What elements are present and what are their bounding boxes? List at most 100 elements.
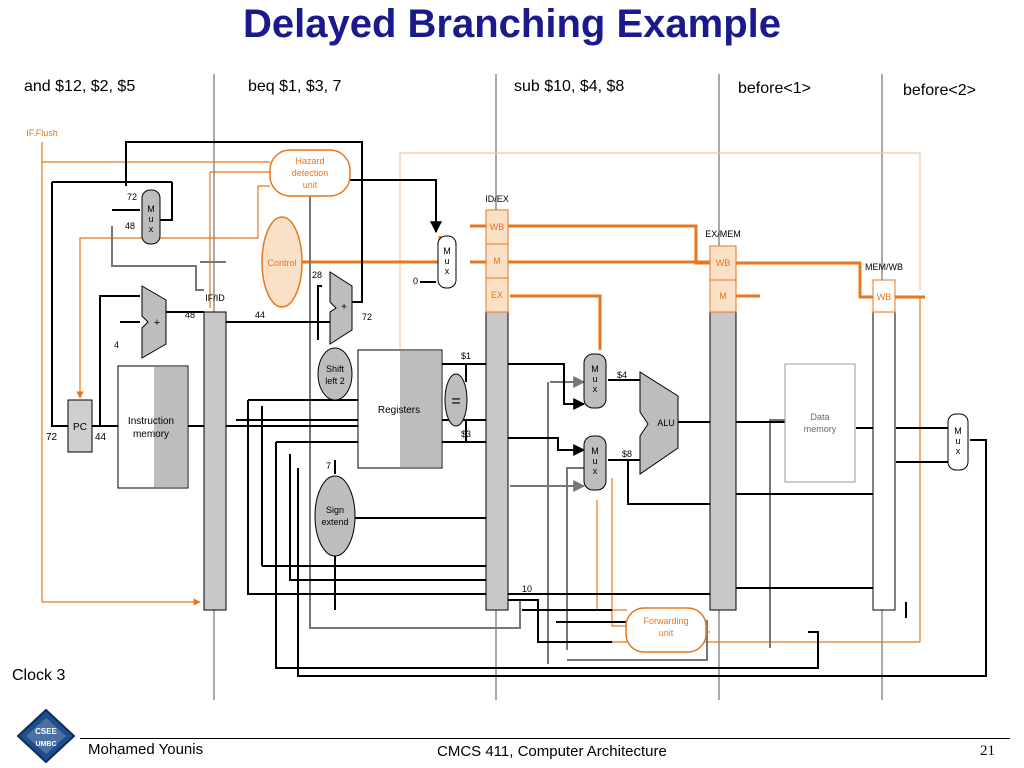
svg-text:Instruction: Instruction: [128, 416, 174, 427]
instruction-wb-stage: before<2>: [903, 82, 976, 99]
mux-bot-label: 48: [125, 221, 135, 231]
svg-text:MEM/WB: MEM/WB: [865, 262, 903, 272]
svg-text:detection: detection: [292, 168, 329, 178]
svg-text:Control: Control: [267, 258, 296, 268]
svg-text:WB: WB: [716, 258, 731, 268]
svg-text:UMBC: UMBC: [36, 741, 57, 748]
wb-mux: [947, 413, 969, 471]
svg-text:Sign: Sign: [326, 505, 344, 515]
svg-text:28: 28: [312, 270, 322, 280]
svg-text:u: u: [592, 456, 597, 466]
svg-text:44: 44: [255, 310, 265, 320]
slide-title: Delayed Branching Example: [243, 2, 781, 46]
svg-text:$8: $8: [622, 449, 632, 459]
pc-in-label: 72: [46, 432, 58, 443]
footer-divider: [80, 738, 1010, 739]
svg-text:ID/EX: ID/EX: [485, 194, 509, 204]
svg-text:M: M: [591, 446, 599, 456]
instruction-id-stage: beq $1, $3, 7: [248, 78, 342, 95]
svg-text:M: M: [591, 364, 599, 374]
instruction-mem-stage: before<1>: [738, 80, 811, 97]
pc-mux: [141, 189, 161, 245]
grey-wires: [111, 196, 785, 664]
mux-top-label: 72: [127, 192, 137, 202]
page-number: 21: [980, 743, 995, 759]
svg-text:x: x: [593, 384, 598, 394]
svg-text:72: 72: [362, 312, 372, 322]
branch-adder: [329, 271, 353, 345]
control-bus: [302, 224, 925, 350]
svg-text:M: M: [443, 246, 451, 256]
svg-text:x: x: [593, 466, 598, 476]
if-flush-label: IF.Flush: [26, 128, 58, 138]
shift-left-2: [317, 347, 353, 401]
instruction-if-stage: and $12, $2, $5: [24, 78, 136, 95]
svg-text:WB: WB: [877, 292, 892, 302]
svg-text:Shift: Shift: [326, 364, 345, 374]
svg-text:IF/ID: IF/ID: [205, 293, 225, 303]
svg-text:$3: $3: [461, 429, 471, 439]
forwarding-unit: [625, 607, 707, 653]
hazard-detection-unit: [269, 149, 351, 197]
svg-text:M: M: [719, 291, 727, 301]
if-id-register: [203, 311, 227, 611]
ex-mem-register: [709, 311, 737, 611]
adder-const: 4: [114, 340, 119, 350]
footer-course: CMCS 411, Computer Architecture: [437, 743, 667, 760]
svg-text:+: +: [341, 302, 347, 313]
svg-text:u: u: [444, 256, 449, 266]
svg-text:M: M: [147, 204, 155, 214]
svg-text:EX/MEM: EX/MEM: [705, 229, 741, 239]
svg-text:$1: $1: [461, 351, 471, 361]
instruction-ex-stage: sub $10, $4, $8: [514, 78, 625, 95]
svg-text:u: u: [148, 214, 153, 224]
svg-text:Hazard: Hazard: [295, 156, 324, 166]
svg-text:7: 7: [326, 461, 331, 471]
control-mux: [437, 235, 457, 289]
svg-text:left 2: left 2: [325, 376, 345, 386]
svg-text:$4: $4: [617, 370, 627, 380]
svg-text:+: +: [154, 317, 160, 329]
svg-text:u: u: [955, 436, 960, 446]
svg-text:=: =: [451, 393, 460, 410]
id-ex-register: [485, 311, 509, 611]
svg-text:extend: extend: [321, 517, 348, 527]
svg-text:x: x: [149, 224, 154, 234]
pc-adder: [141, 285, 167, 359]
equality-comparator: [444, 373, 468, 427]
sign-extend: [314, 475, 356, 557]
footer-author: Mohamed Younis: [88, 741, 204, 758]
svg-text:CSEE: CSEE: [35, 727, 57, 736]
svg-text:EX: EX: [491, 290, 503, 300]
svg-text:10: 10: [522, 584, 532, 594]
black-wires: [51, 141, 987, 677]
svg-text:x: x: [445, 266, 450, 276]
svg-text:unit: unit: [659, 628, 674, 638]
data-memory: [784, 363, 856, 483]
alu-mux-a: [583, 353, 607, 409]
svg-text:0: 0: [413, 276, 418, 286]
svg-text:x: x: [956, 446, 961, 456]
svg-text:M: M: [954, 426, 962, 436]
svg-text:ALU: ALU: [657, 418, 675, 428]
svg-text:48: 48: [185, 310, 195, 320]
clock-label: Clock 3: [12, 667, 66, 684]
alu: [639, 371, 679, 475]
pc-label: PC: [73, 422, 87, 433]
svg-text:memory: memory: [804, 424, 837, 434]
svg-text:memory: memory: [133, 429, 169, 440]
control-unit: [261, 216, 303, 308]
svg-text:u: u: [592, 374, 597, 384]
svg-text:M: M: [493, 256, 501, 266]
mem-wb-register: [872, 311, 896, 611]
svg-text:WB: WB: [490, 222, 505, 232]
svg-text:Forwarding: Forwarding: [643, 616, 688, 626]
svg-text:unit: unit: [303, 180, 318, 190]
pc-out-label: 44: [95, 432, 107, 443]
svg-text:Registers: Registers: [378, 405, 420, 416]
pc-register: [67, 399, 93, 453]
alu-mux-b: [583, 435, 607, 491]
csee-logo: CSEE UMBC: [16, 708, 76, 764]
svg-text:Data: Data: [810, 412, 829, 422]
